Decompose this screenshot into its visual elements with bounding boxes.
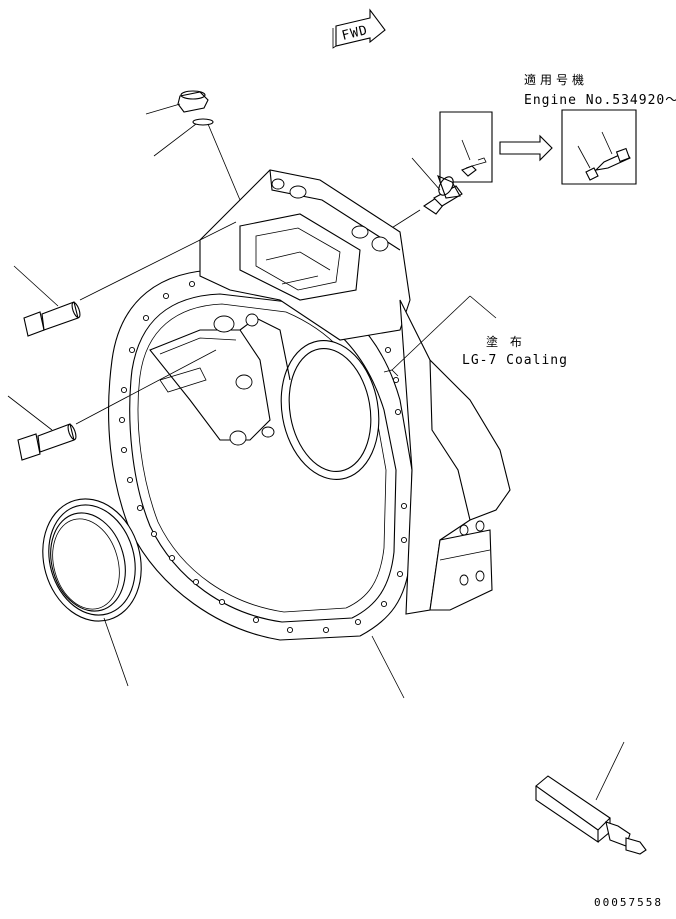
drain-plug — [145, 90, 241, 201]
drawing-code: 00057558 — [594, 896, 663, 909]
speed-sensor — [337, 157, 463, 263]
coating-label: LG-7 Coaling — [462, 353, 568, 368]
fwd-label: FWD — [340, 23, 369, 44]
alignment-tool — [535, 741, 647, 855]
flange-holes — [118, 280, 408, 634]
bolt-upper — [13, 221, 237, 337]
detail-box-new — [561, 109, 637, 185]
housing-leader — [371, 635, 405, 699]
detail-box-old — [439, 111, 493, 183]
coating-jp-label: 塗 布 — [486, 334, 526, 349]
flywheel-housing — [108, 169, 511, 641]
applicability-jp-label: 適用号機 — [524, 72, 588, 87]
change-arrow — [499, 134, 553, 162]
fwd-arrow: FWD — [332, 8, 386, 49]
bolt-lower — [7, 349, 217, 461]
oil-seal — [42, 498, 142, 687]
engine-number-label: Engine No.534920～ — [524, 93, 676, 108]
coating-leader — [383, 295, 497, 377]
